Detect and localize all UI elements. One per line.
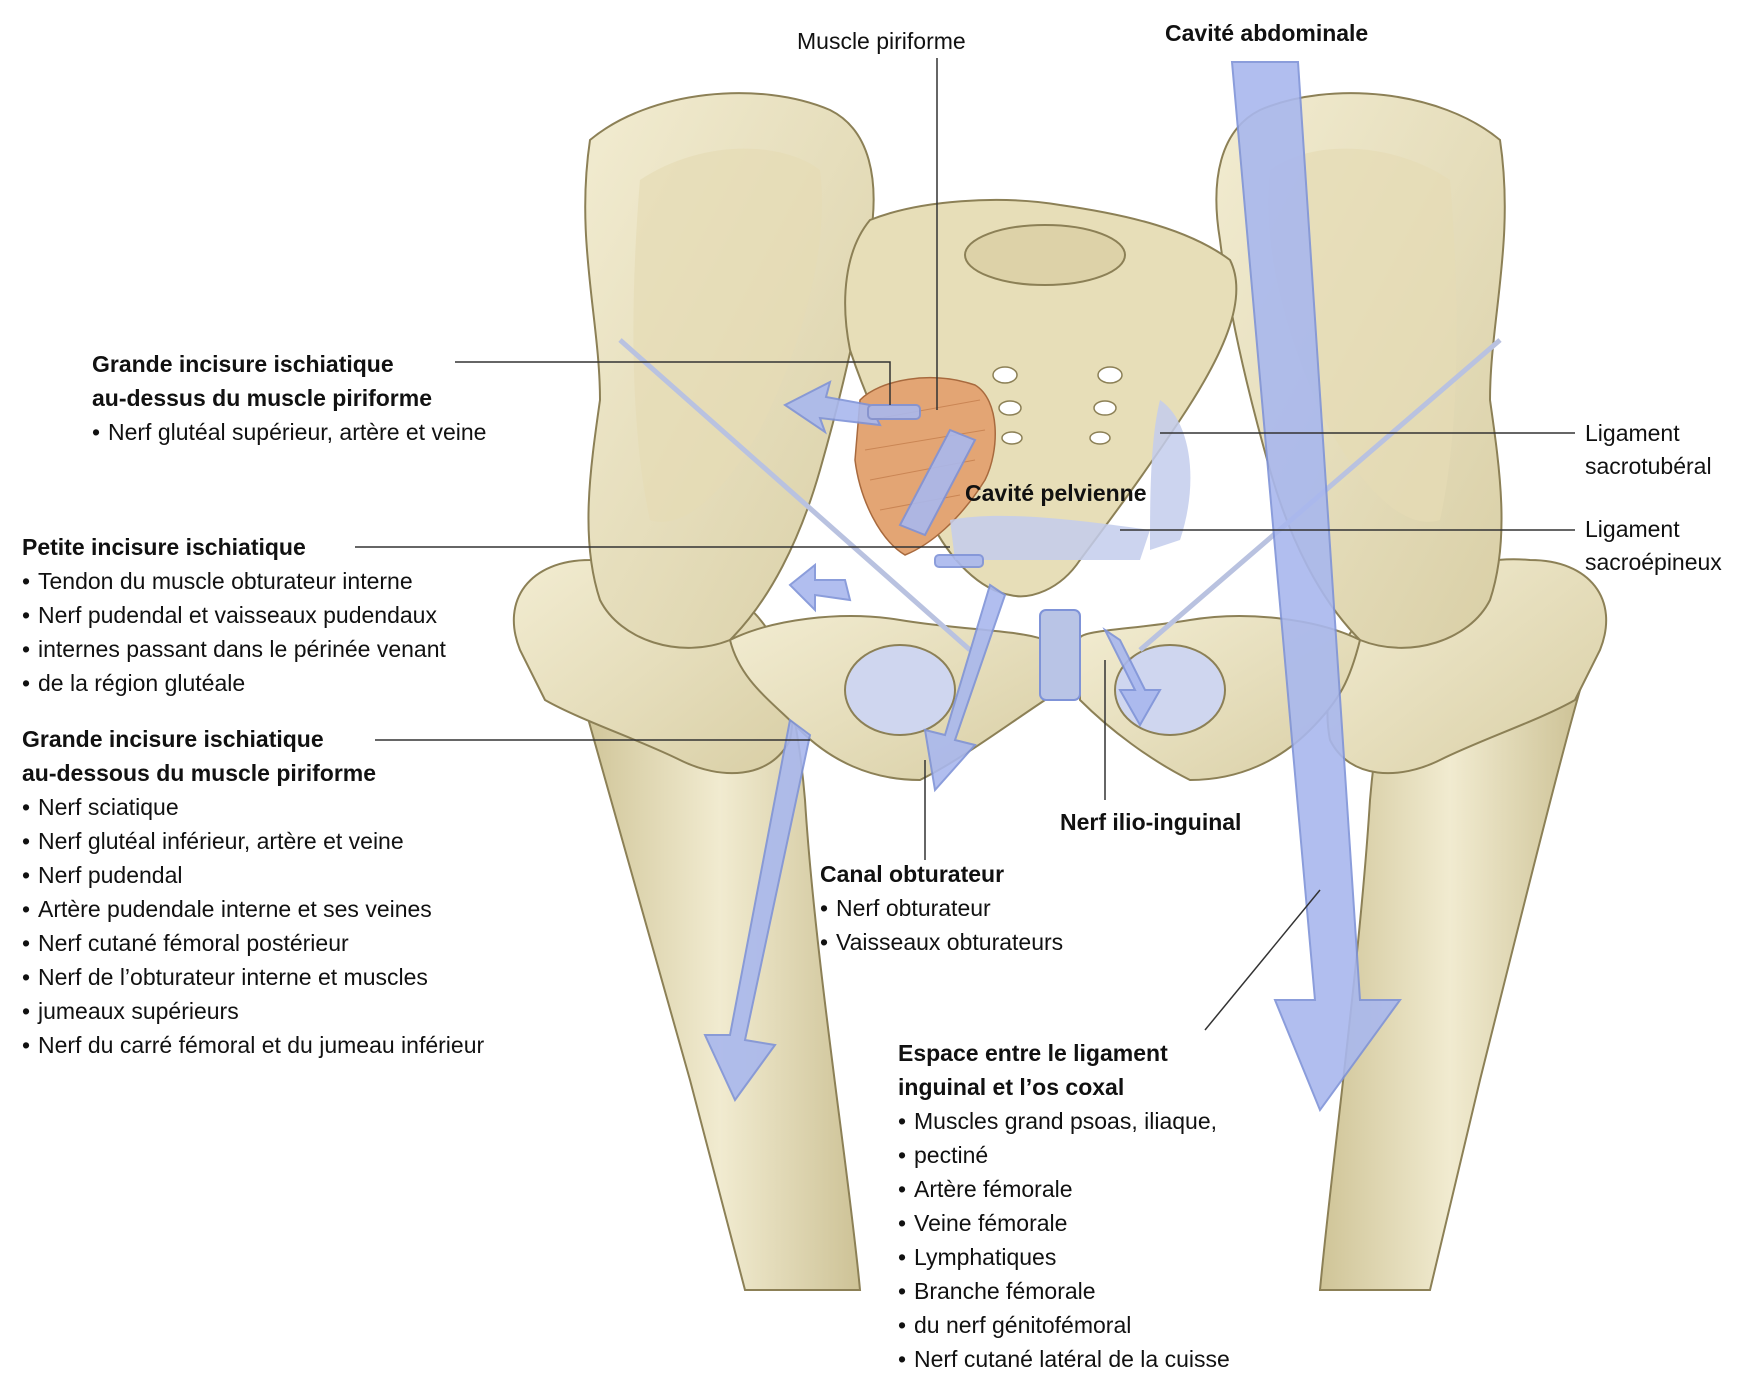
obturator-title: Canal obturateur: [820, 857, 1063, 891]
pelvic-text: Cavité pelvienne: [965, 480, 1147, 506]
list-item: Muscles grand psoas, iliaque,: [898, 1104, 1230, 1138]
piriformis-text: Muscle piriforme: [797, 28, 966, 54]
group-greater-below: Grande incisure ischiatique au-dessous d…: [22, 722, 484, 1062]
list-item: Lymphatiques: [898, 1240, 1230, 1274]
sacrospinal-line1: Ligament: [1585, 513, 1722, 546]
list-item: du nerf génitofémoral: [898, 1308, 1230, 1342]
group-obturator: Canal obturateur Nerf obturateur Vaissea…: [820, 857, 1063, 959]
list-item: Nerf du carré fémoral et du jumeau infér…: [22, 1028, 484, 1062]
list-item: Veine fémorale: [898, 1206, 1230, 1240]
inguinal-list: Muscles grand psoas, iliaque, pectiné Ar…: [898, 1104, 1230, 1376]
list-item: Nerf pudendal: [22, 858, 484, 892]
inguinal-title-2: inguinal et l’os coxal: [898, 1070, 1230, 1104]
sacrospinal-line2: sacroépineux: [1585, 546, 1722, 579]
group-lesser: Petite incisure ischiatique Tendon du mu…: [22, 530, 446, 700]
greater-below-title-2: au-dessous du muscle piriforme: [22, 756, 484, 790]
list-item: Nerf de l’obturateur interne et muscles: [22, 960, 484, 994]
abdominal-text: Cavité abdominale: [1165, 20, 1368, 46]
list-item: de la région glutéale: [22, 666, 446, 700]
list-item: Branche fémorale: [898, 1274, 1230, 1308]
list-item: Nerf cutané fémoral postérieur: [22, 926, 484, 960]
greater-above-list: Nerf glutéal supérieur, artère et veine: [92, 415, 486, 449]
arrow-lesser: [790, 565, 850, 610]
list-item: Vaisseaux obturateurs: [820, 925, 1063, 959]
list-item: jumeaux supérieurs: [22, 994, 484, 1028]
list-item: Tendon du muscle obturateur interne: [22, 564, 446, 598]
list-item: pectiné: [898, 1138, 1230, 1172]
group-greater-above: Grande incisure ischiatique au-dessus du…: [92, 347, 486, 449]
group-inguinal: Espace entre le ligament inguinal et l’o…: [898, 1036, 1230, 1376]
lesser-list: Tendon du muscle obturateur interne Nerf…: [22, 564, 446, 700]
label-pelvic: Cavité pelvienne: [965, 476, 1147, 510]
list-item: Artère fémorale: [898, 1172, 1230, 1206]
list-item: Nerf obturateur: [820, 891, 1063, 925]
list-item: Nerf pudendal et vaisseaux pudendaux: [22, 598, 446, 632]
sacrotuberal-line2: sacrotubéral: [1585, 450, 1712, 483]
list-item: Artère pudendale interne et ses veines: [22, 892, 484, 926]
sacrotuberal-ligament: [1150, 400, 1190, 550]
greater-above-title-2: au-dessus du muscle piriforme: [92, 381, 486, 415]
ilioinguinal-text: Nerf ilio-inguinal: [1060, 809, 1241, 835]
list-item: Nerf sciatique: [22, 790, 484, 824]
greater-below-title-1: Grande incisure ischiatique: [22, 722, 484, 756]
left-obturator-foramen: [845, 645, 955, 735]
sacrospinal-ligament: [950, 516, 1150, 560]
greater-below-list: Nerf sciatique Nerf glutéal inférieur, a…: [22, 790, 484, 1062]
list-item: internes passant dans le périnée venant: [22, 632, 446, 666]
list-item: Nerf glutéal supérieur, artère et veine: [92, 415, 486, 449]
list-item: Nerf cutané latéral de la cuisse: [898, 1342, 1230, 1376]
label-piriformis: Muscle piriforme: [797, 24, 966, 58]
pubic-symphysis: [1040, 610, 1080, 700]
label-abdominal: Cavité abdominale: [1165, 16, 1368, 50]
obturator-list: Nerf obturateur Vaisseaux obturateurs: [820, 891, 1063, 959]
label-ilioinguinal: Nerf ilio-inguinal: [1060, 805, 1241, 839]
lesser-title: Petite incisure ischiatique: [22, 530, 446, 564]
sacrotuberal-line1: Ligament: [1585, 417, 1712, 450]
label-sacrotuberal: Ligament sacrotubéral: [1585, 417, 1712, 483]
greater-above-title-1: Grande incisure ischiatique: [92, 347, 486, 381]
label-sacrospinal: Ligament sacroépineux: [1585, 513, 1722, 579]
inguinal-title-1: Espace entre le ligament: [898, 1036, 1230, 1070]
list-item: Nerf glutéal inférieur, artère et veine: [22, 824, 484, 858]
